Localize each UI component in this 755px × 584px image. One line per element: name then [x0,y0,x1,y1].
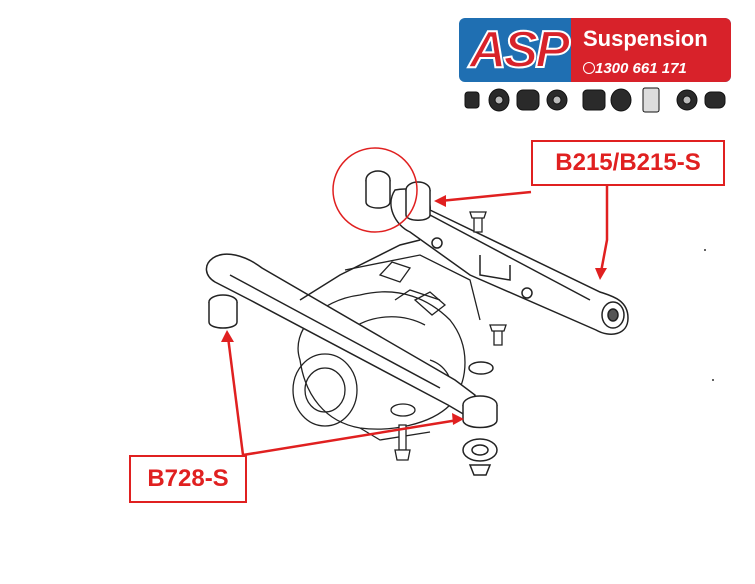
rear-arm-bushing [601,301,625,329]
leader-arrows [226,182,609,457]
bolts [394,211,507,461]
crossmember-frame [205,188,629,420]
bushing-product-row [464,87,726,113]
part-label-b215: B215/B215-S [531,140,725,186]
logo-red-panel [571,18,731,82]
frame-bushing-top [405,181,431,221]
differential-housing [292,254,481,441]
logo-tagline: Suspension [583,26,708,51]
arrow-heads [221,195,607,425]
bushing-icon [464,87,726,113]
speck [704,249,706,251]
logo-phone: 1300 661 171 [595,60,687,77]
part-label-b728: B728-S [129,455,247,503]
lower-bushing-assembly [462,361,498,476]
circled-bushing [332,147,418,233]
logo-wordmark: ASP [468,21,571,79]
phone-icon [583,62,595,74]
left-bushing [208,294,238,329]
speck [712,379,714,381]
brand-logo: ASP Suspension 1300 661 171 [459,18,731,82]
